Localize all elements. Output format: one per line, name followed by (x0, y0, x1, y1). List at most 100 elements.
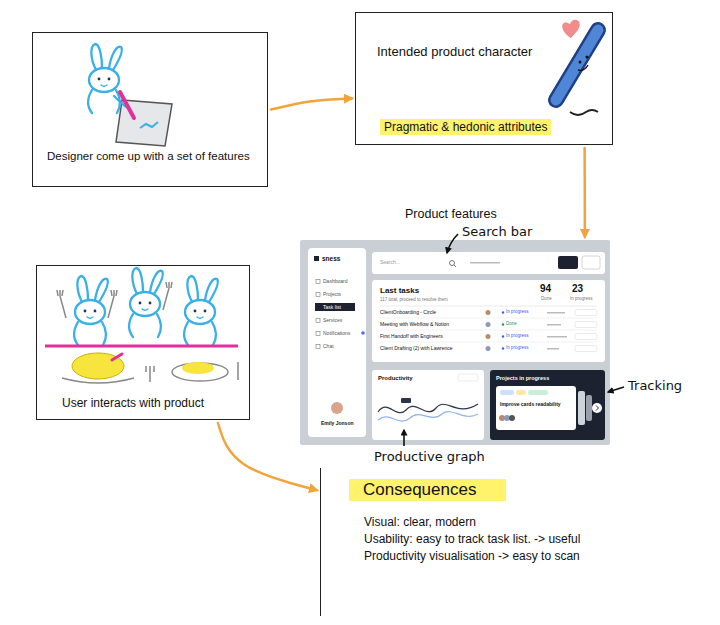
flow-arrow (583, 148, 586, 237)
task-card: Last tasks117 total, proceed to resolve … (372, 280, 605, 362)
pen-illustration (556, 30, 598, 100)
annotation: Tracking (628, 378, 682, 394)
dashboard-screenshot (502, 335, 504, 337)
app-logo: sness (322, 255, 340, 263)
dashboard-screenshot (372, 252, 605, 274)
highlight-text: Pragmatic & hedonic attributes (380, 119, 551, 135)
step-caption: User interacts with product (62, 396, 204, 410)
note-text: Usability: easy to track task list. -> u… (364, 532, 580, 546)
dinner-illustration (74, 276, 108, 345)
annotation: Productive graph (374, 449, 485, 465)
menu-item: Dashboard (323, 278, 347, 284)
dashboard-screenshot (454, 265, 456, 267)
task-status: Done (506, 321, 517, 326)
user-name: Emily Jonson (321, 420, 354, 426)
dashboard-screenshot (516, 390, 526, 395)
dashboard-screenshot (380, 330, 597, 331)
projects-card: Projects in progressImprove cards readab… (490, 370, 605, 440)
dashboard-screenshot (316, 293, 320, 297)
stat-label: Done (541, 296, 552, 301)
dashboard-screenshot (575, 334, 597, 340)
dashboard-screenshot (378, 412, 478, 421)
dashboard-screenshot (502, 311, 504, 313)
dinner-illustration (129, 268, 163, 337)
dashboard-screenshot (558, 256, 578, 269)
dashboard-screenshot (586, 395, 592, 421)
dashboard-screenshot (401, 398, 411, 403)
dinner-illustration (72, 353, 124, 379)
dashboard-screenshot (372, 370, 484, 440)
pen-illustration (556, 20, 598, 115)
pen-illustration (578, 65, 588, 70)
task-status: In progress (506, 333, 529, 338)
pen-illustration (556, 30, 598, 100)
dashboard-screenshot (582, 256, 600, 269)
dashboard-screenshot (509, 415, 515, 421)
dashboard-screenshot (372, 280, 605, 362)
dinner-illustration (184, 276, 218, 345)
dashboard-screenshot (378, 404, 478, 413)
menu-item: Projects (323, 291, 341, 297)
dashboard-screenshot (592, 403, 602, 413)
task-name: Meeting with Webflow & Notion (380, 321, 449, 327)
task-status: In progress (506, 345, 529, 350)
task-name: First Handoff with Engineers (380, 333, 443, 339)
designer-illustration (120, 92, 134, 118)
step-caption: Intended product character (377, 44, 532, 60)
pen-illustration (586, 56, 589, 59)
dashboard-screenshot (502, 323, 504, 325)
dashboard-screenshot (308, 248, 366, 437)
dashboard-screenshot (575, 346, 597, 352)
task-name: ClientOnboarding - Circle (380, 309, 436, 315)
dashboard-screenshot (316, 345, 320, 349)
task-status: In progress (506, 309, 529, 314)
dashboard-screenshot (331, 402, 343, 414)
dashboard-screenshot (500, 390, 514, 395)
step-box: Intended product characterPragmatic & he… (355, 12, 613, 145)
dashboard-screenshot (458, 374, 478, 381)
note-text: Visual: clear, modern (364, 515, 476, 529)
dinner-illustration (108, 290, 117, 318)
dinner-illustration (163, 282, 172, 310)
dinner-illustration (172, 363, 228, 381)
dashboard-screenshot (547, 312, 565, 314)
stat-number: 23 (572, 283, 583, 295)
annotation-arrows (608, 387, 624, 392)
dashboard-screenshot (596, 406, 599, 411)
dashboard-screenshot (547, 336, 567, 338)
note-text: Productivity visualisation -> easy to sc… (364, 549, 580, 563)
menu-item: Notifications (323, 330, 350, 336)
dashboard-screenshot (380, 306, 597, 307)
pen-illustration (570, 110, 598, 115)
dashboard-screenshot (314, 256, 319, 261)
designer-illustration (88, 44, 122, 113)
dinner-illustration (182, 362, 214, 374)
task-name: Client Drafting (2) with Lawrence (380, 345, 453, 351)
dashboard-screenshot (547, 324, 561, 326)
project-card: Improve cards readability (496, 386, 576, 430)
chart-card: Productivity (372, 370, 484, 440)
card-title: Last tasks (380, 286, 419, 296)
dinner-illustration (45, 345, 238, 348)
menu-item-active: Task list (315, 303, 355, 311)
menu-item: Chat (323, 343, 334, 349)
step-box: Designer come up with a set of features (32, 32, 268, 187)
dinner-illustration (57, 290, 66, 318)
dashboard-screenshot (578, 391, 585, 425)
search-placeholder: Search... (380, 259, 400, 265)
dinner-illustration (112, 354, 122, 360)
sidebar-panel: snessDashboardProjectsTask listServicesN… (308, 248, 366, 437)
section-heading: Consequences (349, 479, 506, 501)
consequences-block: ConsequencesVisual: clear, modernUsabili… (320, 468, 700, 616)
flow-arrow (271, 98, 352, 109)
dashboard-screenshot (300, 240, 610, 445)
dashboard-screenshot: Product featuressnessDashboardProjectsTa… (300, 240, 610, 445)
dashboard-screenshot (316, 332, 320, 336)
designer-illustration (140, 122, 158, 128)
dashboard-screenshot (316, 280, 320, 284)
step-caption: Designer come up with a set of features (47, 150, 259, 164)
dashboard-screenshot (380, 342, 597, 343)
dinner-illustration (45, 268, 238, 383)
